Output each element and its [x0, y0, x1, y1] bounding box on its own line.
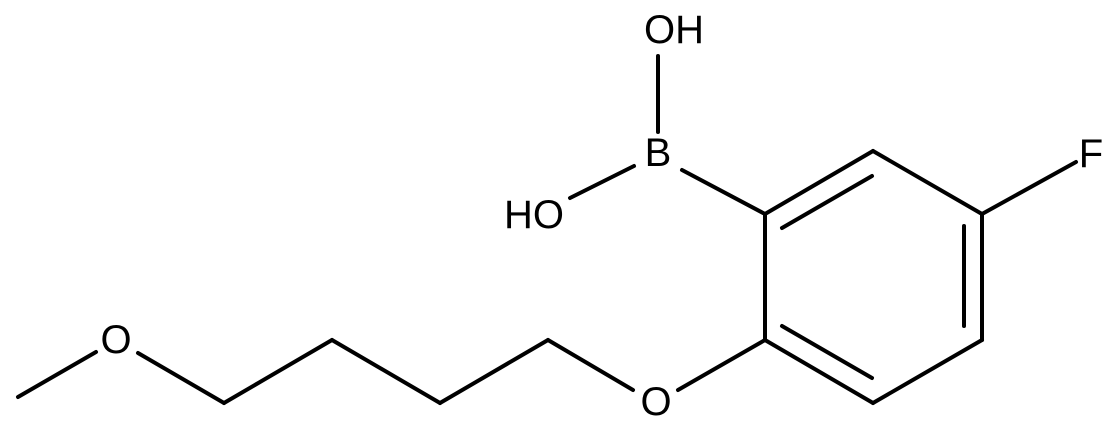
bond-b-c1 [680, 168, 767, 216]
bond-ch2d-o [136, 351, 226, 405]
atom-label-ether-oxygen-methoxy: O [100, 318, 131, 362]
bond-c2-c3 [871, 149, 984, 216]
atom-label-oh-left: HO [504, 193, 564, 237]
bond-ch2b-ch2c [330, 338, 442, 405]
bond-c3-f [980, 160, 1078, 216]
bond-c4-c5 [871, 338, 984, 405]
atom-label-boron: B [645, 131, 672, 175]
bond-o-ch2a [546, 338, 635, 392]
bond-b-oh-left [568, 164, 636, 200]
bond-c1-c2-inner [780, 174, 874, 230]
bond-ch2c-ch2d [222, 338, 334, 405]
bond-c5-c6 [763, 338, 875, 405]
atom-label-oh-top: OH [644, 8, 704, 52]
atom-label-ether-oxygen-ring: O [640, 380, 671, 424]
atom-labels: OH B HO F O O [100, 8, 1103, 424]
bond-c1-c2 [763, 149, 875, 216]
bond-ch2a-ch2b [438, 338, 550, 405]
atom-label-fluorine: F [1079, 132, 1103, 176]
bond-o-ch3 [16, 350, 98, 399]
bonds [16, 54, 1078, 405]
bond-c5-c6-inner [780, 324, 874, 380]
bond-c6-o [676, 338, 767, 392]
